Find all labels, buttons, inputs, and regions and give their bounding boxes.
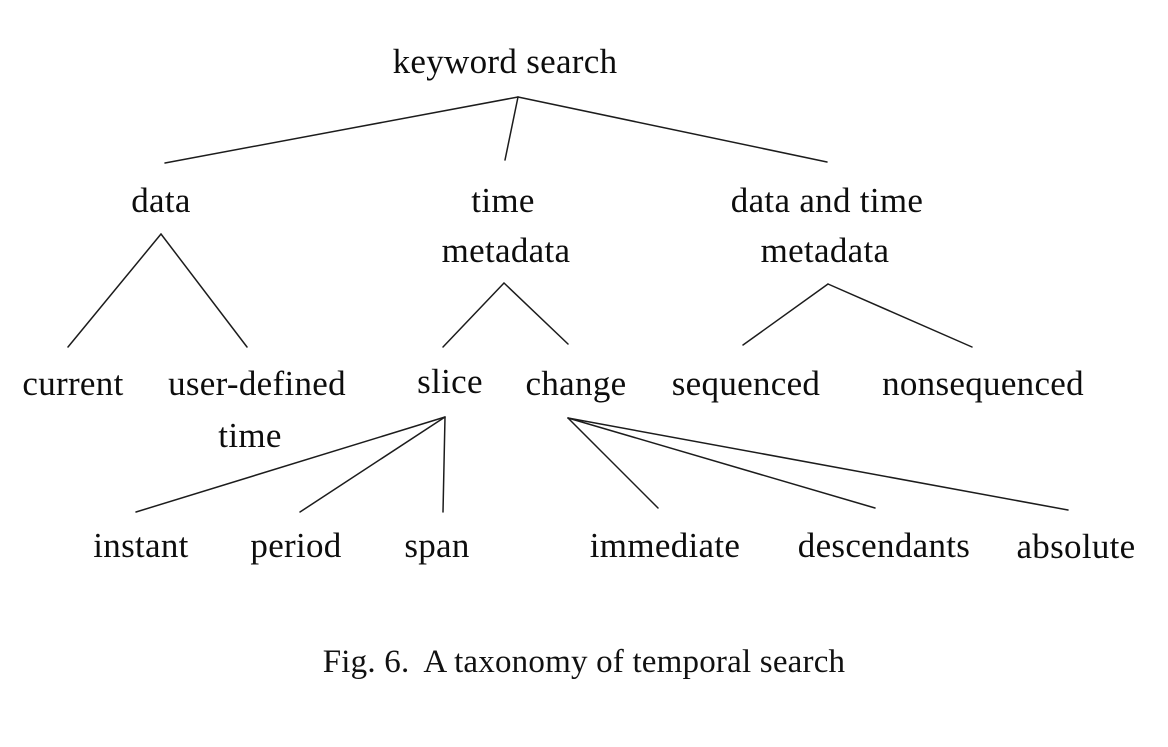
edge-data-current: [67, 233, 162, 348]
edge-time-metadata-slice: [442, 282, 505, 348]
node-time-metadata-line2: metadata: [441, 231, 571, 270]
edge-slice-instant: [135, 416, 446, 513]
edge-data-and-time-nonsequenced: [827, 283, 973, 348]
node-data-and-time-line1: data and time: [730, 181, 924, 220]
node-absolute: absolute: [1016, 527, 1136, 566]
node-data-and-time-line2: metadata: [760, 231, 890, 270]
node-span: span: [404, 526, 470, 565]
node-user-defined-line1: user-defined: [168, 364, 346, 403]
node-keyword-search: keyword search: [392, 42, 618, 81]
node-user-defined-line2: time: [218, 416, 282, 455]
edge-root-data-and-time: [517, 96, 828, 163]
edge-slice-span: [442, 416, 446, 513]
node-nonsequenced: nonsequenced: [882, 364, 1084, 403]
node-instant: instant: [93, 526, 189, 565]
edge-data-and-time-sequenced: [742, 283, 829, 346]
edge-slice-period: [299, 416, 446, 513]
node-data: data: [131, 181, 191, 220]
figure-caption-text: A taxonomy of temporal search: [423, 644, 846, 680]
edge-change-immediate: [567, 417, 659, 509]
node-immediate: immediate: [589, 526, 741, 565]
node-current: current: [22, 364, 124, 403]
node-period: period: [250, 526, 342, 565]
node-change: change: [525, 364, 627, 403]
node-sequenced: sequenced: [671, 364, 821, 403]
edge-time-metadata-change: [503, 282, 569, 345]
figure-caption-number: Fig. 6.: [322, 644, 410, 680]
edge-data-user-defined: [160, 233, 248, 348]
node-time-metadata-line1: time: [471, 181, 535, 220]
edge-root-time-metadata: [504, 96, 519, 161]
edge-change-absolute: [567, 417, 1069, 511]
figure-caption: Fig. 6. A taxonomy of temporal search: [0, 644, 1168, 681]
edge-root-data: [164, 96, 519, 164]
node-slice: slice: [417, 362, 483, 401]
node-descendants: descendants: [797, 526, 971, 565]
edge-change-descendants: [567, 417, 876, 509]
